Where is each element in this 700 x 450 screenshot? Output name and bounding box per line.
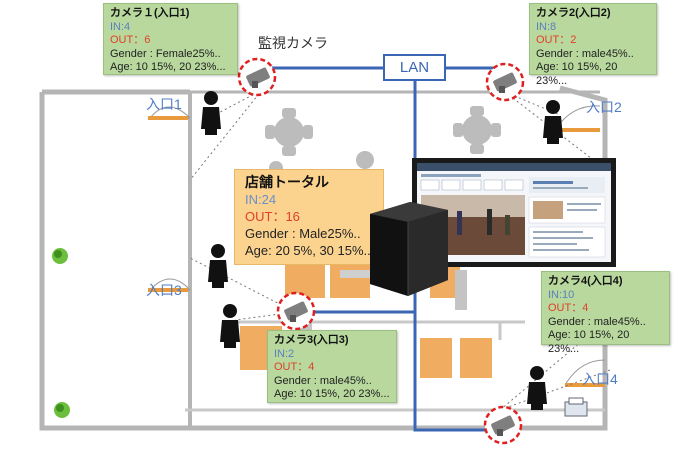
server-icon xyxy=(370,202,448,296)
dome-camera-icon[interactable] xyxy=(276,291,316,331)
camera-card-age: Age: 10 15%, 20 23%... xyxy=(548,329,630,355)
camera-card-gender: Gender : male45%.. xyxy=(274,374,372,387)
plant-icon xyxy=(52,248,70,418)
store-total-card: 店舗トータル IN:24 OUT：16 Gender : Male25%.. A… xyxy=(234,169,384,265)
surveillance-camera-label: 監視カメラ xyxy=(258,35,328,51)
camera-card-in: IN:2 xyxy=(274,347,295,360)
camera-card-out: OUT：6 xyxy=(110,34,151,46)
entrance-label-2: 入口2 xyxy=(586,99,622,115)
store-total-in: IN:24 xyxy=(245,192,277,207)
store-total-age: Age: 20 5%, 30 15%.. xyxy=(245,243,371,258)
camera-card-gender: Gender : male45%.. xyxy=(548,315,646,328)
camera-card-in: IN:10 xyxy=(548,288,575,301)
camera-card-in: IN:4 xyxy=(110,20,131,33)
store-total-title: 店舗トータル xyxy=(245,174,329,190)
camera-card-age: Age: 10 15%, 20 23%... xyxy=(536,61,618,87)
camera-card-out: OUT：4 xyxy=(274,361,315,373)
camera-card-1: カメラ１(入口1) IN:4 OUT：6 Gender : Female25%.… xyxy=(103,3,238,75)
printer-icon xyxy=(564,397,588,417)
lan-box: LAN xyxy=(383,54,446,81)
door-sills xyxy=(148,116,605,387)
camera-card-3: カメラ3(入口3) IN:2 OUT：4 Gender : male45%.. … xyxy=(267,330,397,403)
camera-card-out: OUT：4 xyxy=(548,302,589,314)
dome-camera-icon[interactable] xyxy=(485,62,525,102)
store-total-out: OUT：16 xyxy=(245,209,300,224)
camera-card-age: Age: 10 15%, 20 23%... xyxy=(110,61,226,73)
camera-card-title: カメラ3(入口3) xyxy=(274,334,349,346)
entrance-label-3: 入口3 xyxy=(146,282,182,298)
camera-card-age: Age: 10 15%, 20 23%... xyxy=(274,388,390,400)
camera-card-gender: Gender : Female25%.. xyxy=(110,47,221,60)
camera-card-title: カメラ4(入口4) xyxy=(548,275,623,287)
person-icon xyxy=(201,91,563,410)
dome-camera-icon[interactable] xyxy=(483,405,523,445)
camera-card-gender: Gender : male45%.. xyxy=(536,47,634,60)
camera-card-4: カメラ4(入口4) IN:10 OUT：4 Gender : male45%..… xyxy=(541,271,670,355)
entrance-label-4: 入口4 xyxy=(582,371,618,387)
store-total-gender: Gender : Male25%.. xyxy=(245,226,361,241)
lan-label: LAN xyxy=(399,59,430,76)
camera-card-out: OUT：2 xyxy=(536,34,577,46)
entrance-label-1: 入口1 xyxy=(146,96,182,112)
camera-card-2: カメラ2(入口2) IN:8 OUT：2 Gender : male45%.. … xyxy=(529,3,657,87)
camera-card-title: カメラ2(入口2) xyxy=(536,7,611,19)
camera-card-in: IN:8 xyxy=(536,20,557,33)
dome-camera-icon[interactable] xyxy=(237,57,277,97)
camera-card-title: カメラ１(入口1) xyxy=(110,7,190,19)
